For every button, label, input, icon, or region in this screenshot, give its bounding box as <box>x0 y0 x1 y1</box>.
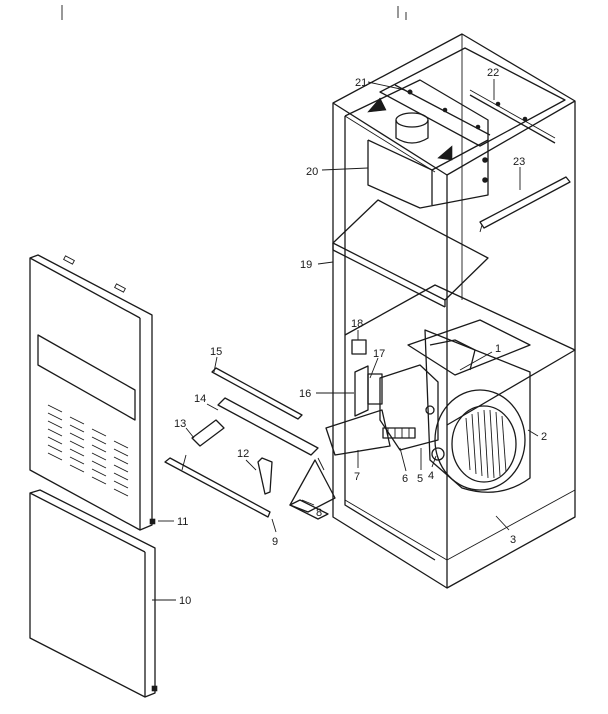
callout-3: 3 <box>510 534 516 546</box>
bracket-23 <box>479 176 571 233</box>
lower-door <box>29 489 158 698</box>
top-cap <box>379 47 566 147</box>
callout-21: 21 <box>355 77 367 89</box>
callout-8: 8 <box>316 507 322 519</box>
flue-collector <box>344 79 489 209</box>
callout-10: 10 <box>179 595 191 607</box>
control-components <box>325 339 439 456</box>
rail-assembly <box>164 367 336 520</box>
callout-6: 6 <box>402 473 408 485</box>
callout-4: 4 <box>428 470 434 482</box>
callout-19: 19 <box>300 259 312 271</box>
callout-7: 7 <box>354 471 360 483</box>
callout-labels: 21 22 20 23 19 18 17 16 1 2 3 4 5 6 7 8 … <box>174 67 547 607</box>
callout-23: 23 <box>513 156 525 168</box>
callout-1: 1 <box>495 343 501 355</box>
blower-wheel-fins <box>465 409 507 479</box>
callout-13: 13 <box>174 418 186 430</box>
callout-17: 17 <box>373 348 385 360</box>
callout-14: 14 <box>194 393 206 405</box>
callout-12: 12 <box>237 448 249 460</box>
scan-marks <box>61 5 407 20</box>
leader-lines <box>152 79 539 601</box>
callout-2: 2 <box>541 431 547 443</box>
blower-housing <box>407 319 531 493</box>
upper-door <box>29 254 156 531</box>
callout-22: 22 <box>487 67 499 79</box>
callout-5: 5 <box>417 473 423 485</box>
callout-9: 9 <box>272 536 278 548</box>
callout-16: 16 <box>299 388 311 400</box>
cabinet <box>332 33 576 589</box>
callout-15: 15 <box>210 346 222 358</box>
callout-18: 18 <box>351 318 363 330</box>
callout-20: 20 <box>306 166 318 178</box>
baffle <box>332 199 489 308</box>
callout-11: 11 <box>177 516 188 528</box>
louver-grid <box>47 404 129 497</box>
